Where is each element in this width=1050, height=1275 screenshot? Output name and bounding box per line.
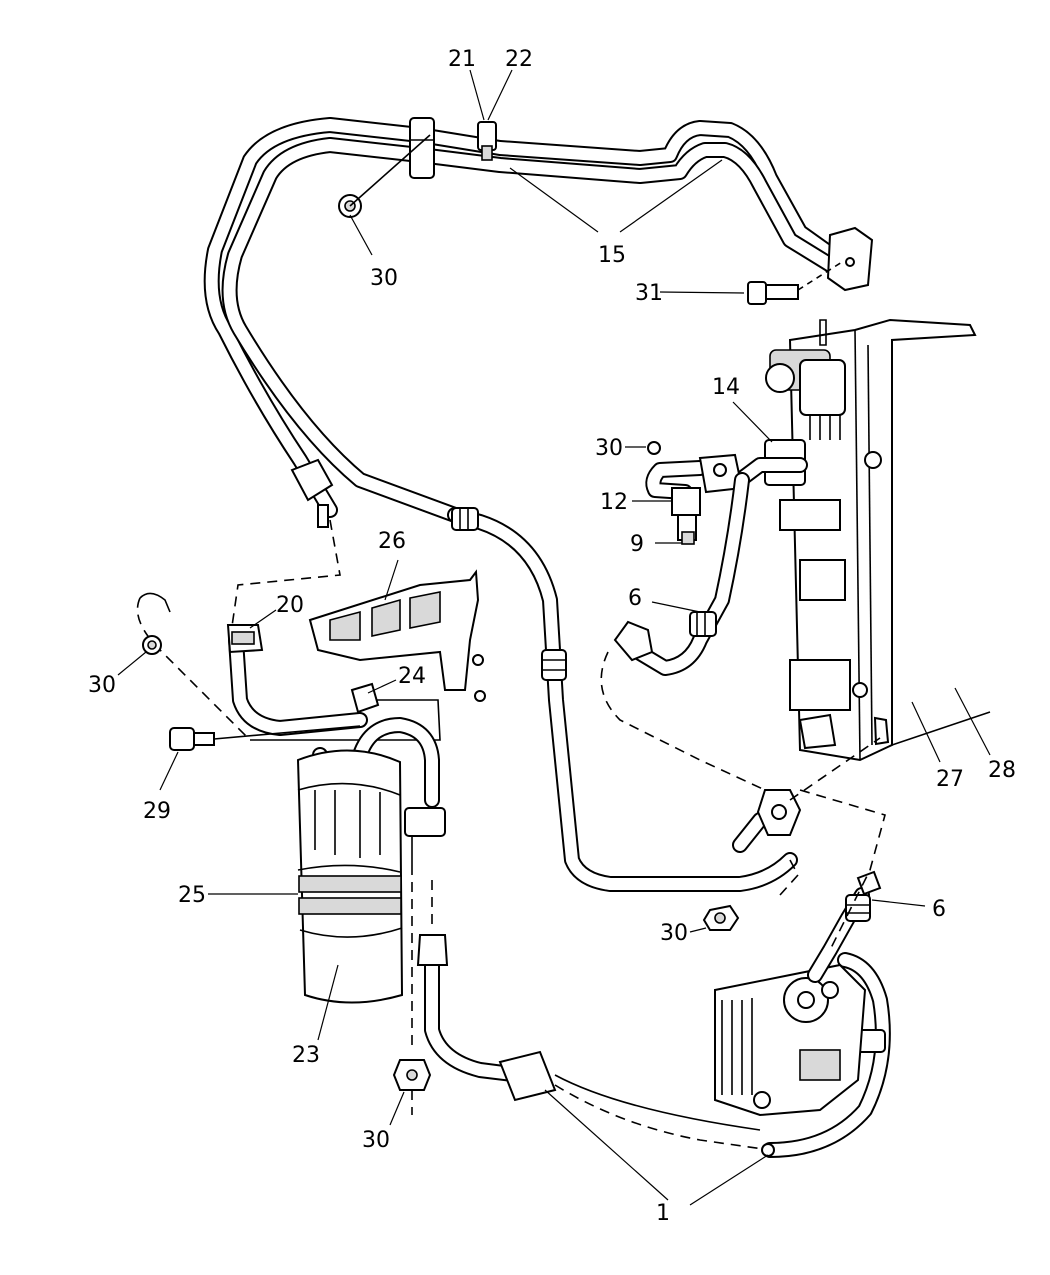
nut-30-bottom [392, 1059, 432, 1115]
callout-31: 31 [635, 281, 663, 306]
callout-28: 28 [988, 758, 1016, 783]
callout-15: 15 [598, 243, 626, 268]
callout-23: 23 [292, 1043, 320, 1068]
left-line-clip [290, 458, 334, 528]
nut-30-right [702, 904, 740, 931]
compressor [714, 870, 882, 1117]
upper-clamp [409, 117, 435, 179]
lower-center-fitting [732, 789, 802, 853]
ac-line-center [447, 507, 798, 892]
callout-25: 25 [178, 883, 206, 908]
callout-30-upper: 30 [370, 266, 398, 291]
ac-line-upper [203, 117, 850, 523]
service-port-cap [477, 121, 497, 161]
callout-27: 27 [936, 767, 964, 792]
callout-6-lower: 6 [932, 897, 946, 922]
callout-9: 9 [630, 532, 644, 557]
callout-6-upper: 6 [628, 586, 642, 611]
callout-30-pressure: 30 [595, 436, 623, 461]
callout-26: 26 [378, 529, 406, 554]
discharge-connectors [600, 651, 886, 951]
callout-21: 21 [448, 47, 476, 72]
accumulator [296, 717, 446, 1004]
callout-30-bottom: 30 [362, 1128, 390, 1153]
leader-lines [117, 69, 991, 1206]
line-end-block [826, 226, 874, 292]
pressure-line-assembly [613, 441, 808, 676]
bracket-26 [308, 569, 486, 702]
callout-30-left: 30 [88, 673, 116, 698]
callout-30-right: 30 [660, 921, 688, 946]
callout-12: 12 [600, 490, 628, 515]
bolt-29 [169, 725, 361, 751]
suction-line-left [136, 519, 441, 741]
condenser-module [764, 318, 991, 762]
callout-29: 29 [143, 799, 171, 824]
nut-30-left [142, 635, 162, 655]
bolt-31 [747, 261, 843, 305]
callout-14: 14 [712, 375, 740, 400]
callout-24: 24 [398, 664, 426, 689]
callout-20: 20 [276, 593, 304, 618]
callout-1: 1 [656, 1201, 670, 1226]
callout-labels: 21 22 15 30 31 14 30 12 9 6 26 20 24 30 … [88, 47, 1016, 1226]
callout-22: 22 [505, 47, 533, 72]
nut-30-upper [338, 134, 431, 218]
